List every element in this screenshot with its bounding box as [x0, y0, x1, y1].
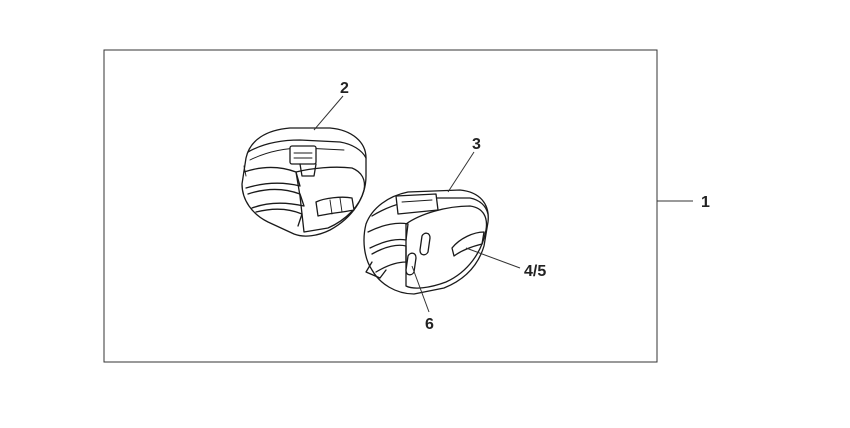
left-saddlebag-handle: [315, 196, 355, 217]
right-saddlebag-rib-1: [367, 222, 409, 249]
callout-6[interactable]: 6: [425, 316, 434, 333]
leader-3: [447, 151, 475, 193]
assembly-frame: [103, 49, 658, 363]
left-saddlebag-rib-2: [247, 188, 305, 209]
right-saddlebag-face: [405, 205, 488, 289]
left-saddlebag-face: [295, 166, 366, 233]
leader-2: [313, 95, 344, 131]
right-saddlebag-lid-seam: [371, 197, 489, 217]
callout-1[interactable]: 1: [701, 194, 710, 211]
right-saddlebag-mount: [365, 261, 387, 279]
right-saddlebag-latch: [395, 193, 439, 215]
left-saddlebag-lid-seam: [247, 139, 367, 159]
right-saddlebag[interactable]: [363, 189, 489, 295]
left-saddlebag-latch: [289, 145, 317, 165]
leader-6: [411, 265, 430, 313]
right-saddlebag-side-panel: [451, 231, 485, 257]
callout-2[interactable]: 2: [340, 80, 349, 97]
left-saddlebag-rib-1: [243, 166, 301, 189]
callout-4-5[interactable]: 4/5: [524, 263, 546, 280]
callout-3[interactable]: 3: [472, 136, 481, 153]
left-saddlebag[interactable]: [241, 127, 367, 237]
right-saddlebag-reflector-upper: [419, 232, 431, 256]
leader-4-5: [465, 247, 521, 269]
